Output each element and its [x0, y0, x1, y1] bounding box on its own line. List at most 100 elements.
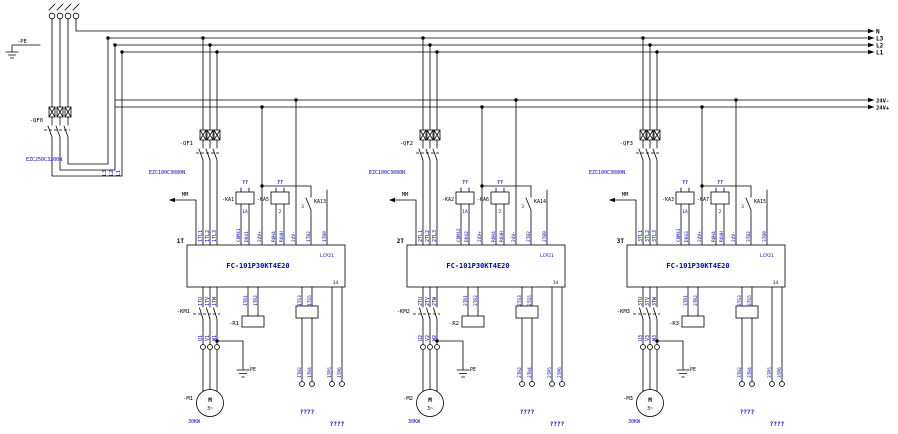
label-bs5: 1TS5 — [307, 295, 313, 306]
label-km-tag: -KM3 — [617, 309, 630, 315]
label-bs3: 3TS3 — [737, 295, 743, 306]
label-t-ro2: RO4H — [719, 231, 725, 242]
label-pe: -PE — [247, 367, 256, 373]
junction — [120, 50, 124, 54]
label-ka-a-tag: -KA1 — [222, 197, 234, 203]
label-t-24m: 24V- — [511, 231, 517, 242]
label-num-b: 2 — [279, 209, 282, 215]
label-lb2: 2TP6 — [557, 367, 563, 378]
label-pu: U3 — [638, 335, 644, 341]
label-bv: 3TV — [645, 297, 651, 306]
label-pu: U2 — [418, 335, 424, 341]
label-m-kw: 30KW — [628, 419, 641, 425]
label-num-a: 1A — [462, 209, 468, 215]
label-t-com: COM43 — [676, 228, 682, 242]
supply-terminal — [48, 12, 56, 20]
label-br1: 1TR1 — [243, 295, 249, 306]
label-qb: ???? — [330, 421, 345, 428]
label-la1: 2TH2 — [517, 367, 523, 378]
qf0-tag: -QF0 — [30, 118, 43, 124]
qf0-model: EZC250C3200N — [26, 157, 62, 163]
label-bs3: 2TS3 — [517, 295, 523, 306]
pe-incoming-label: -PE — [17, 39, 27, 45]
bus-arrow-l3 — [868, 35, 875, 41]
label-bv: 2TV — [425, 297, 431, 306]
label-t-b2: 1TB2 — [306, 231, 312, 242]
label-drive-model: FC-101P30KT4E20 — [226, 262, 289, 270]
label-bs5: 3TS5 — [747, 295, 753, 306]
label-lb2: 1TP6 — [337, 367, 343, 378]
label-pu: U1 — [198, 335, 204, 341]
label-pv: V3 — [645, 335, 651, 341]
label-la2: 2TH4 — [527, 367, 533, 378]
label-num-a: 1A — [242, 209, 248, 215]
label-bw: 2TW — [432, 296, 438, 306]
label-pv: V1 — [205, 335, 211, 341]
label-t-ro1: ROH4 — [271, 231, 277, 242]
label-bw: 3TW — [652, 296, 658, 306]
label-qb: ???? — [770, 421, 785, 428]
bus-arrow-l1 — [868, 49, 875, 55]
label-drive-tag: 3T — [617, 238, 625, 245]
label-mm: MM — [622, 192, 629, 198]
label-qa: ???? — [520, 409, 535, 416]
label-t-ro2: RO4H — [499, 231, 505, 242]
label-m-ph: 3~ — [207, 406, 213, 412]
label-m-tag: -M3 — [623, 396, 633, 402]
label-ka-b-tag: -KA7 — [697, 197, 709, 203]
label-br2: 3TR2 — [693, 295, 699, 306]
bus-arrow-24vp — [868, 104, 875, 110]
label-t2: 3TL2 — [645, 230, 651, 242]
label-drive-tag: 1T — [177, 238, 185, 245]
label-la2: 3TH4 — [747, 367, 753, 378]
label-t-ro2: RO4H — [279, 231, 285, 242]
label-q-b: ?? — [497, 180, 503, 186]
label-t-b2: 3TB2 — [746, 231, 752, 242]
label-pw: W3 — [652, 335, 658, 341]
label-t-do: DO41 — [244, 231, 250, 242]
label-qa: ???? — [740, 409, 755, 416]
label-bs5: 2TS5 — [527, 295, 533, 306]
bus-label-24v-plus: 24V+ — [876, 106, 890, 112]
label-bu: 3TU — [638, 297, 644, 306]
riser-label-l1: L1 — [116, 170, 122, 176]
label-ka-a-tag: -KA3 — [662, 197, 674, 203]
label-r-tag: -R3 — [669, 321, 679, 327]
label-t-b9: 2TB9 — [542, 231, 548, 242]
label-t-ro1: ROH4 — [491, 231, 497, 242]
label-la1: 3TH2 — [737, 367, 743, 378]
label-t-ro1: ROH4 — [711, 231, 717, 242]
section-wiring-2 — [388, 35, 566, 418]
label-lb1: 1TP5 — [327, 367, 333, 378]
label-m-kw: 30KW — [408, 419, 421, 425]
label-t-24m: 24V- — [291, 231, 297, 242]
label-corner: 34 — [553, 280, 558, 285]
label-drive-tag: 2T — [397, 238, 405, 245]
label-ka-b-tag: -KA5 — [257, 197, 269, 203]
label-bu: 1TU — [198, 297, 204, 306]
label-t-b2: 2TB2 — [526, 231, 532, 242]
label-t1: 1TL1 — [198, 230, 204, 242]
bus-arrow-n — [868, 28, 875, 34]
section-wiring-3 — [608, 35, 786, 418]
label-t2: 1TL2 — [205, 230, 211, 242]
label-num-b: 2 — [719, 209, 722, 215]
label-qf-model: EZC100C3080N — [369, 170, 405, 176]
label-qb: ???? — [550, 421, 565, 428]
label-pe: -PE — [687, 367, 696, 373]
label-t-b9: 3TB9 — [762, 231, 768, 242]
label-br2: 1TR2 — [253, 295, 259, 306]
label-qf-model: EZC100C3080N — [589, 170, 625, 176]
label-m-tag: -M2 — [403, 396, 413, 402]
label-bs3: 1TS3 — [297, 295, 303, 306]
label-mm: MM — [182, 192, 189, 198]
label-drive-model: FC-101P30KT4E20 — [666, 262, 729, 270]
label-m-m: M — [648, 397, 652, 404]
label-qf-tag: -QF3 — [620, 141, 633, 147]
bus-label-l2: L2 — [876, 43, 884, 50]
incoming-supply-and-buses — [5, 3, 875, 177]
label-t-24p: 24V+ — [697, 231, 703, 242]
label-t3: 2TL3 — [432, 230, 438, 242]
label-ka-c-tag: KA13 — [314, 199, 326, 205]
